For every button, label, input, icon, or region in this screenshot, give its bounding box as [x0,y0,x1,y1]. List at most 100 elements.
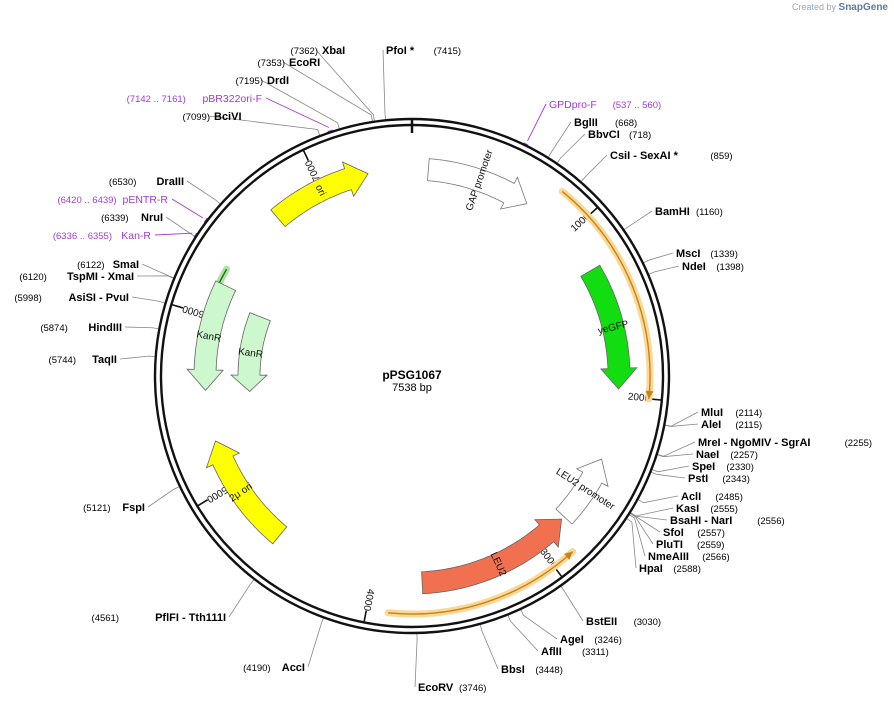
site-bamhi[interactable]: BamHI(1160) [655,206,723,218]
watermark-prefix: Created by [791,2,837,12]
site-leader [556,133,586,164]
site-leader [382,49,387,121]
site-name: BbsI [501,664,525,676]
primer-pbr322ori-f[interactable]: pBR322ori-F(7142 .. 7161) [127,93,262,105]
primer-leader [527,103,547,142]
tick-mark [363,610,368,623]
site-bglii[interactable]: BglII(668) [574,117,637,129]
site-leader [307,617,325,668]
site-naei[interactable]: NaeI(2257) [696,449,758,461]
site-leader [625,517,637,569]
site-position: (7099) [183,112,210,123]
site-xbai[interactable]: (7362)XbaI [291,45,346,57]
site-tspmi-xmai[interactable]: TspMI - XmaI(6120) [19,271,134,283]
site-pluti[interactable]: PluTI(2559) [656,539,724,551]
site-position: (7415) [434,46,461,57]
tick-label: 4000 [361,588,376,612]
site-name: MluI [701,407,723,419]
site-leader [650,471,686,479]
site-mrei-ngomiv-sgrai[interactable]: MreI - NgoMIV - SgrAI(2255) [698,437,872,449]
site-asisi-pvui[interactable]: AsiSI - PvuI(5998) [14,292,129,304]
site-position: (2588) [673,564,700,575]
site-leader [547,121,572,159]
primer-kan-r[interactable]: Kan-R(6336 .. 6355) [53,230,152,242]
site-position: (1339) [710,249,737,260]
site-hpai[interactable]: HpaI(2588) [639,563,701,575]
site-hindiii[interactable]: HindIII(5874) [40,322,122,334]
primer-range: (7142 .. 7161) [127,94,186,105]
site-name: AsiSI - PvuI [68,292,129,304]
site-position: (3030) [634,617,661,628]
site-csii-sexai[interactable]: CsiI - SexAI *(859) [610,150,733,162]
site-name: AgeI [560,634,584,646]
site-sfoi[interactable]: SfoI(2557) [663,527,725,539]
site-name: PluTI [656,539,683,551]
site-name: BamHI [655,206,690,218]
site-fspi[interactable]: FspI(5121) [83,502,145,514]
site-position: (6530) [109,177,136,188]
site-agei[interactable]: AgeI(3246) [560,634,622,646]
site-leader [629,512,661,533]
site-msci[interactable]: MscI(1339) [676,248,738,260]
primer-leader [265,97,330,128]
site-acli[interactable]: AclI(2485) [681,491,743,503]
site-spei[interactable]: SpeI(2330) [692,461,754,473]
site-bsteii[interactable]: BstEII(3030) [586,616,661,628]
site-position: (4190) [243,663,270,674]
site-taqii[interactable]: TaqII(5744) [49,354,117,366]
site-draiii[interactable]: DraIII(6530) [109,176,184,188]
site-bbvci[interactable]: BbvCI(718) [588,129,651,141]
site-leader [141,263,175,279]
site-name: PfoI * [386,45,415,57]
site-bsahi-nari[interactable]: BsaHI - NarI(2556) [670,515,785,527]
site-leader [282,61,373,123]
site-name: SpeI [692,461,715,473]
feature-arrow-leu2-promoter [555,458,609,525]
site-name: DrdI [267,75,289,87]
site-leader [656,441,696,457]
site-name: SfoI [663,527,684,539]
site-smai[interactable]: SmaI(6122) [77,259,139,271]
site-name: AclI [681,491,701,503]
tick-mark [171,303,184,309]
site-name: AleI [701,419,721,431]
site-leader [315,49,375,122]
site-pfoi[interactable]: PfoI * (7415) [386,45,461,57]
primer-name: Kan-R [121,230,151,242]
primer-pentr-r[interactable]: pENTR-R(6420 .. 6439) [57,194,168,206]
site-drdi[interactable]: (7195)DrdI [236,75,289,87]
site-bcivi[interactable]: (7099)BciVI [183,111,242,123]
tick-label: 2000 [627,392,651,405]
tick-mark [196,499,209,507]
site-ecorv[interactable]: EcoRV(3746) [418,682,486,694]
site-name: BglII [574,117,598,129]
primer-leader [171,198,204,219]
site-leader [414,632,418,688]
site-position: (4561) [92,613,119,624]
orf-arrowhead [564,551,573,560]
site-nrui[interactable]: NruI(6339) [101,212,163,224]
primer-leader [154,232,193,236]
site-alei[interactable]: AleI(2115) [701,419,762,431]
site-bbsi[interactable]: BbsI(3448) [501,664,563,676]
site-acci[interactable]: AccI(4190) [243,662,305,674]
site-leader [119,355,156,360]
site-mlui[interactable]: MluI(2114) [701,407,762,419]
site-pflfi-tth111i[interactable]: PflFI - Tth111I(4561) [92,612,226,624]
feature-label: KanR [237,346,263,360]
site-kasi[interactable]: KasI(2555) [676,503,738,515]
plasmid-name: pPSG1067 [382,368,442,382]
primer-gpdpro-f[interactable]: GPDpro-F(537 .. 560) [549,99,661,111]
site-psti[interactable]: PstI(2343) [688,473,750,485]
watermark-brand: SnapGene [838,2,888,13]
site-aflii[interactable]: AflII(3311) [541,646,609,658]
site-leader [147,486,181,508]
site-position: (2343) [722,474,749,485]
site-ndei[interactable]: NdeI(1398) [682,261,744,273]
site-name: TspMI - XmaI [67,271,134,283]
site-ecori[interactable]: (7353)EcoRI [258,57,321,69]
site-nmeaiii[interactable]: NmeAIII(2566) [648,551,730,563]
site-name: NaeI [696,449,719,461]
site-leader [623,210,653,231]
site-name: BbvCI [588,129,620,141]
